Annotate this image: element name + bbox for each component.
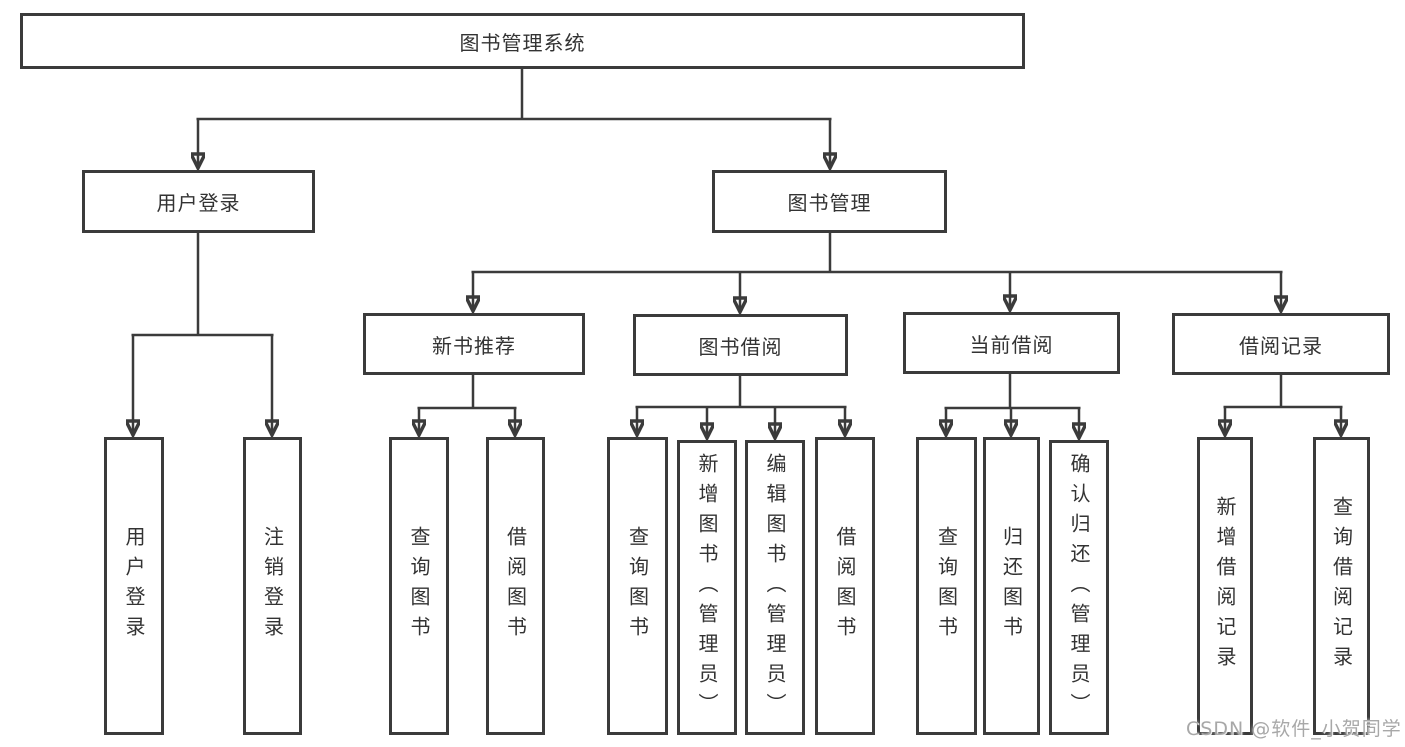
node-leaf-bb-add-books-admin-label: 新增图书（管理员） <box>695 452 719 723</box>
node-user-login-label: 用户登录 <box>156 191 241 215</box>
edge-user-login-to-leaves <box>132 233 274 435</box>
edge-root-to-level2 <box>197 68 832 168</box>
edge-book-management-to-level3 <box>472 233 1283 312</box>
node-leaf-nbr-query-books-label: 查询图书 <box>407 526 431 646</box>
edge-new-book-recommend-to-leaves <box>418 375 517 435</box>
node-leaf-cb-query-books-label: 查询图书 <box>934 526 959 646</box>
node-leaf-bb-query-books: 查询图书 <box>607 437 668 735</box>
node-leaf-br-add-record-label: 新增借阅记录 <box>1213 496 1237 676</box>
node-book-borrowing: 图书借阅 <box>633 314 848 376</box>
node-leaf-user-login: 用户登录 <box>104 437 164 735</box>
node-current-borrowing: 当前借阅 <box>903 312 1120 374</box>
node-leaf-bb-edit-books-admin: 编辑图书（管理员） <box>745 440 805 735</box>
node-leaf-nbr-borrow-books-label: 借阅图书 <box>503 526 528 646</box>
node-leaf-logout: 注销登录 <box>243 437 302 735</box>
node-borrowing-records-label: 借阅记录 <box>1239 333 1323 358</box>
node-leaf-cb-confirm-return-admin-label: 确认归还（管理员） <box>1067 452 1091 723</box>
node-leaf-br-query-record: 查询借阅记录 <box>1313 437 1370 735</box>
node-leaf-bb-borrow-books: 借阅图书 <box>815 437 875 735</box>
node-leaf-bb-borrow-books-label: 借阅图书 <box>833 526 857 646</box>
node-borrowing-records: 借阅记录 <box>1172 313 1390 375</box>
node-leaf-bb-add-books-admin: 新增图书（管理员） <box>677 440 737 735</box>
node-leaf-cb-confirm-return-admin: 确认归还（管理员） <box>1049 440 1109 735</box>
node-leaf-nbr-borrow-books: 借阅图书 <box>486 437 545 735</box>
node-root-library-system: 图书管理系统 <box>20 13 1025 69</box>
csdn-watermark: CSDN @软件_小贺同学 <box>1186 718 1402 740</box>
node-leaf-nbr-query-books: 查询图书 <box>389 437 449 735</box>
node-new-book-recommend-label: 新书推荐 <box>432 333 516 358</box>
edge-book-borrowing-to-leaves <box>636 376 847 438</box>
edge-current-borrowing-to-leaves <box>945 374 1081 438</box>
node-leaf-cb-query-books: 查询图书 <box>916 437 977 735</box>
node-leaf-logout-label: 注销登录 <box>260 526 285 646</box>
node-leaf-cb-return-books-label: 归还图书 <box>999 526 1024 646</box>
node-leaf-br-query-record-label: 查询借阅记录 <box>1329 496 1354 676</box>
node-leaf-bb-query-books-label: 查询图书 <box>625 526 650 646</box>
node-new-book-recommend: 新书推荐 <box>363 313 585 375</box>
node-book-management-label: 图书管理 <box>787 191 872 215</box>
node-leaf-br-add-record: 新增借阅记录 <box>1197 437 1253 735</box>
node-current-borrowing-label: 当前借阅 <box>969 332 1054 357</box>
node-leaf-user-login-label: 用户登录 <box>122 526 146 646</box>
node-leaf-bb-edit-books-admin-label: 编辑图书（管理员） <box>763 452 787 723</box>
node-leaf-cb-return-books: 归还图书 <box>983 437 1040 735</box>
node-book-management: 图书管理 <box>712 170 947 233</box>
edge-borrowing-records-to-leaves <box>1224 375 1343 435</box>
node-root-label: 图书管理系统 <box>459 30 586 55</box>
node-user-login: 用户登录 <box>82 170 315 233</box>
node-book-borrowing-label: 图书借阅 <box>698 334 783 359</box>
